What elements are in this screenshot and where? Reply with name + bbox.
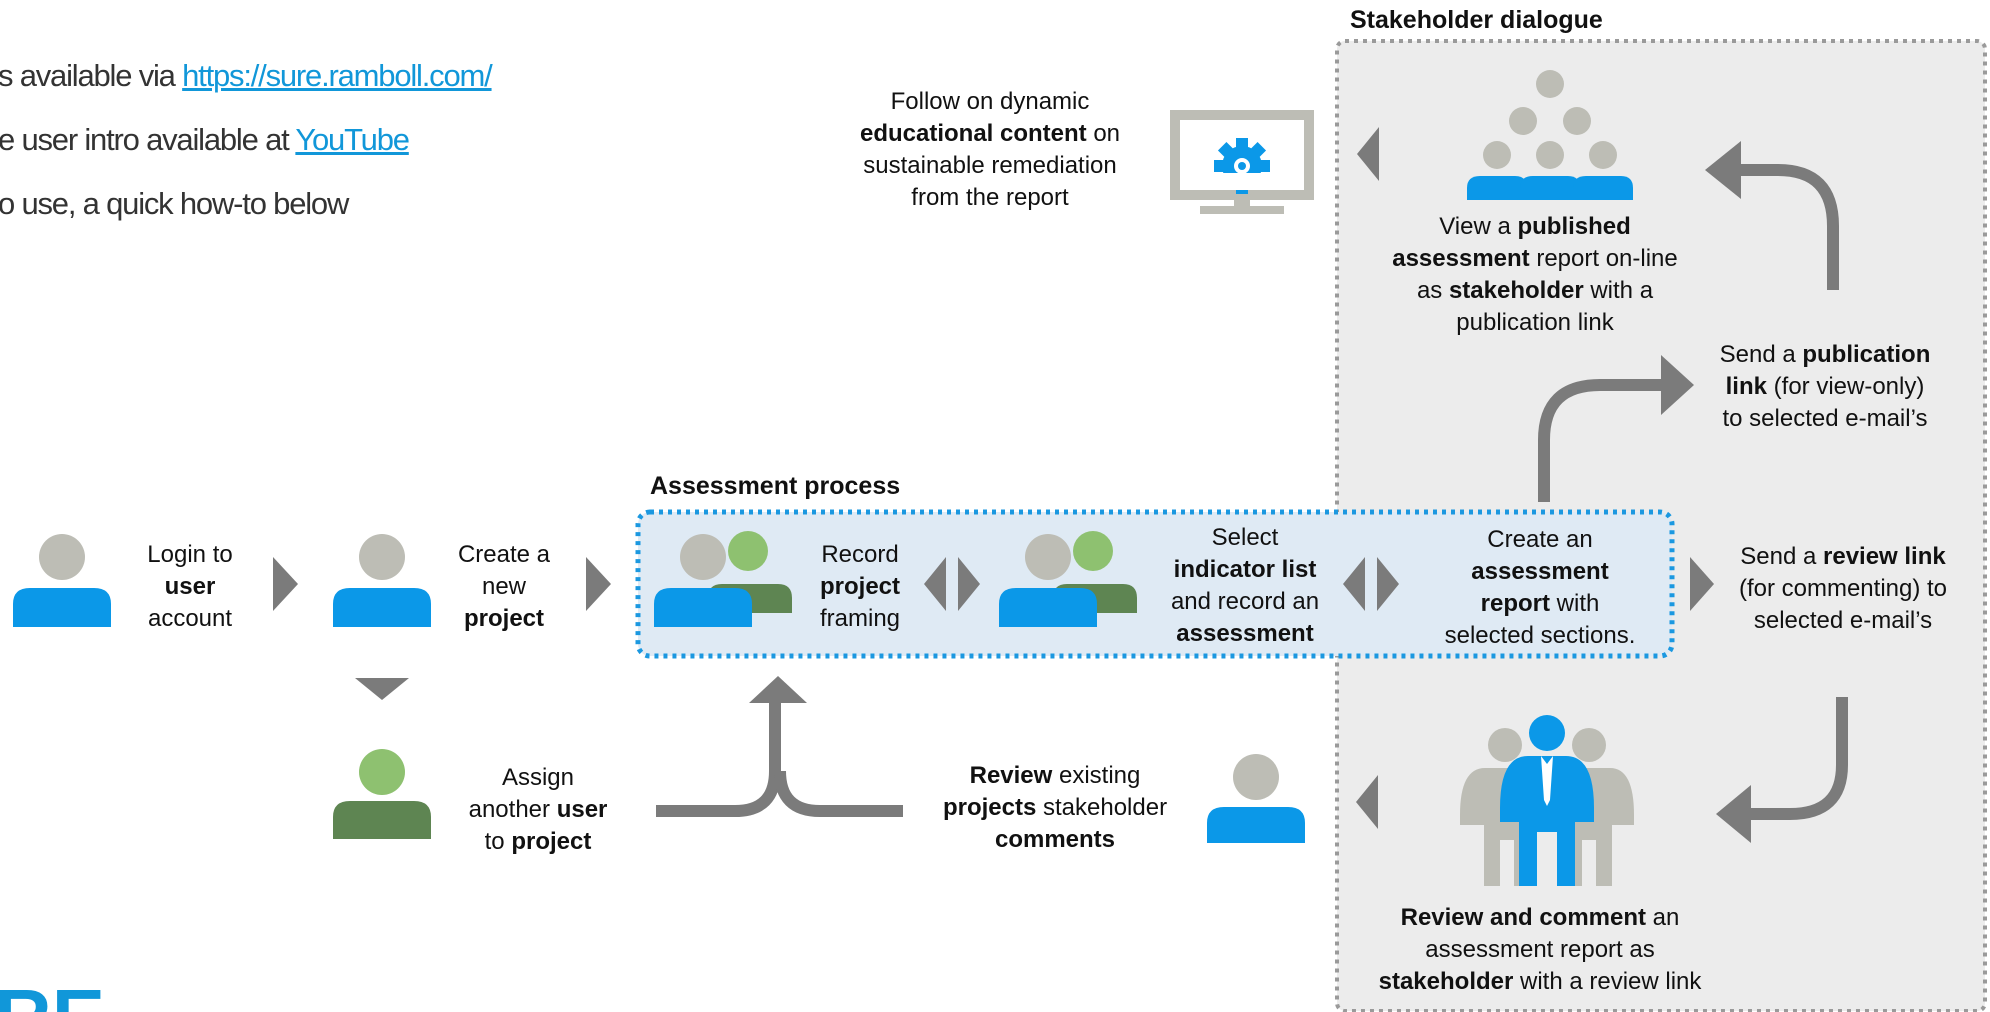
monitor-gear-icon [1170,110,1314,214]
group-icon [654,531,792,627]
intro-text: s available via [0,58,183,93]
sure-ramboll-link[interactable]: https://sure.ramboll.com/ [182,58,493,93]
intro-line-2: e user intro available at YouTube [0,122,410,158]
person-green-icon [333,749,431,839]
assign-user-label: Assign another user to project [468,764,608,855]
intro-line-3: o use, a quick how-to below [0,186,349,221]
person-icon [13,534,111,627]
audience-icon [1467,70,1633,200]
assessment-panel [635,509,1675,659]
send-publication-link-label: Send a publication link (for view-only) … [1719,341,1931,432]
review-existing-label: Review existing projects stakeholder com… [942,762,1168,853]
curved-arrow-icon [1716,697,1848,843]
logo-fragment: RE [0,978,105,1012]
team-icon [1460,715,1634,886]
curved-arrow-icon [1538,355,1694,502]
person-icon [333,534,431,627]
review-comment-label: Review and comment an assessment report … [1378,904,1702,995]
assessment-process-title: Assessment process [650,472,901,500]
view-published-label: View a published assessment report on-li… [1392,213,1678,336]
stakeholder-dialogue-title: Stakeholder dialogue [1350,6,1603,34]
person-icon [1207,754,1305,843]
merge-arrow-icon [656,676,903,817]
group-icon [999,531,1137,627]
curved-arrow-icon [1705,141,1839,290]
educational-content-label: Follow on dynamic educational content on… [859,88,1121,211]
intro-line-1: s available via https://sure.ramboll.com… [0,58,493,94]
intro-text: e user intro available at [0,122,296,157]
youtube-link[interactable]: YouTube [295,122,410,157]
triangle-arrow-icon [273,127,1714,829]
